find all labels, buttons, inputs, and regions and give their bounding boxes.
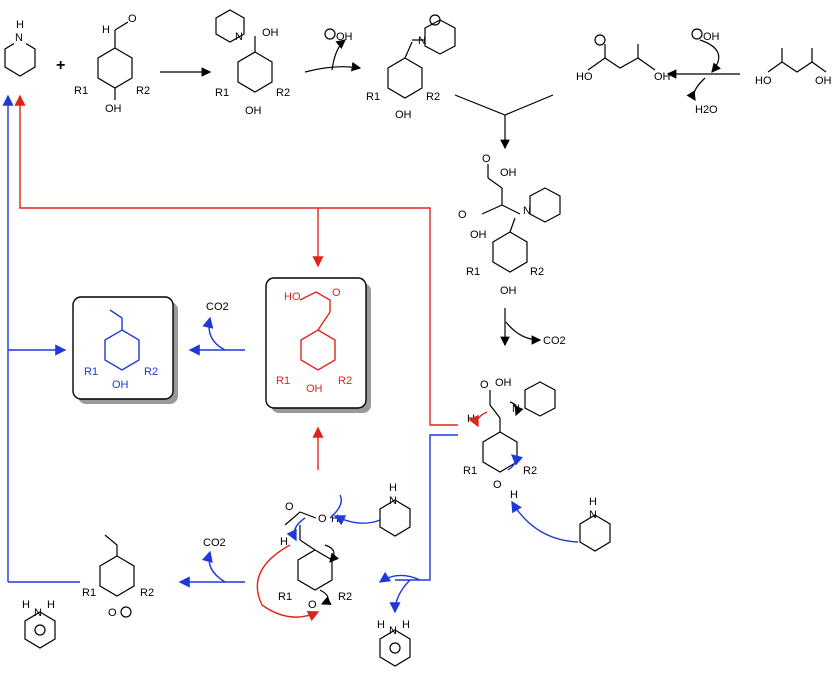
svg-text:R1: R1 xyxy=(84,366,98,378)
svg-text:R2: R2 xyxy=(144,366,158,378)
svg-text:R1: R1 xyxy=(466,266,480,278)
svg-text:R1: R1 xyxy=(463,465,477,477)
svg-text:OH: OH xyxy=(395,109,412,121)
svg-text:N: N xyxy=(34,607,42,619)
svg-text:H: H xyxy=(102,24,110,36)
co2-label-1: CO2 xyxy=(543,335,566,347)
svg-text:R2: R2 xyxy=(140,587,154,599)
phenolate-acid-intermediate: O O H H O R1 R2 xyxy=(278,494,352,611)
piperidine-base-center: N H xyxy=(379,482,411,537)
svg-text:O: O xyxy=(108,607,117,619)
iminium-intermediate: N OH R1 R2 xyxy=(366,14,456,121)
svg-text:R1: R1 xyxy=(74,85,88,97)
piperidine-n-label: N xyxy=(15,32,23,44)
beta-amino-acid: O OH H N R1 R2 O H xyxy=(463,377,556,501)
svg-text:O: O xyxy=(308,599,317,611)
benzaldehyde-reactant: H O OH R1 R2 xyxy=(74,13,150,115)
svg-text:H: H xyxy=(377,619,385,631)
svg-text:N: N xyxy=(523,205,531,217)
svg-text:O: O xyxy=(128,13,137,25)
svg-text:H: H xyxy=(22,599,30,611)
svg-text:H: H xyxy=(47,599,55,611)
red-pathway-loop xyxy=(14,94,458,426)
svg-text:OH: OH xyxy=(815,75,832,87)
svg-text:OH: OH xyxy=(262,27,279,39)
svg-text:OH: OH xyxy=(500,167,517,179)
piperidine-h-label: H xyxy=(16,19,24,31)
svg-text:OH: OH xyxy=(654,71,671,83)
cinnamic-acid-box: HO O OH R1 R2 xyxy=(265,277,371,413)
svg-text:N: N xyxy=(589,509,597,521)
svg-text:O: O xyxy=(332,287,341,299)
svg-text:R2: R2 xyxy=(338,591,352,603)
arrow-dehydration xyxy=(304,61,362,73)
piperidine-base-right: N H xyxy=(579,496,611,552)
water-label: H2O xyxy=(695,104,718,116)
svg-text:N: N xyxy=(389,625,397,637)
svg-text:OH: OH xyxy=(470,229,487,241)
svg-text:R2: R2 xyxy=(530,266,544,278)
piperidine-reactant: N H xyxy=(4,19,36,77)
svg-text:OH: OH xyxy=(500,285,517,297)
mannich-adduct: O OH O OH N OH R1 R2 xyxy=(458,153,561,297)
red-curly-arrow xyxy=(256,544,320,622)
svg-text:R2: R2 xyxy=(426,91,440,103)
svg-text:O: O xyxy=(318,513,327,525)
svg-text:HO: HO xyxy=(576,71,593,83)
co2-label-3: CO2 xyxy=(203,537,226,549)
svg-text:R2: R2 xyxy=(523,465,537,477)
svg-text:N: N xyxy=(389,495,397,507)
svg-text:O: O xyxy=(482,153,491,165)
svg-text:HO: HO xyxy=(284,291,301,303)
svg-text:HO: HO xyxy=(755,75,772,87)
svg-text:R1: R1 xyxy=(276,375,290,387)
svg-text:R2: R2 xyxy=(136,85,150,97)
svg-text:OH: OH xyxy=(112,379,129,391)
co2-label-2: CO2 xyxy=(206,301,229,313)
svg-text:R2: R2 xyxy=(276,87,290,99)
malonate-enolate: HO OH xyxy=(576,34,671,83)
svg-text:H: H xyxy=(589,496,597,508)
piperidinium-left: N H H xyxy=(22,599,56,649)
svg-text:H: H xyxy=(280,536,288,548)
svg-text:H: H xyxy=(389,482,397,494)
vinylphenol-box: OH R1 R2 xyxy=(72,296,178,404)
svg-text:N: N xyxy=(418,35,426,47)
svg-text:OH: OH xyxy=(245,105,262,117)
svg-text:R2: R2 xyxy=(338,375,352,387)
svg-text:R1: R1 xyxy=(278,591,292,603)
svg-text:H: H xyxy=(467,413,475,425)
svg-text:R1: R1 xyxy=(366,91,380,103)
blue-pathway-branch xyxy=(395,434,458,581)
carbinolamine-intermediate: N OH OH R1 R2 xyxy=(215,9,290,117)
plus-sign: + xyxy=(56,57,65,74)
svg-text:O: O xyxy=(480,379,489,391)
svg-text:OH: OH xyxy=(105,103,122,115)
svg-text:H: H xyxy=(331,513,339,525)
svg-text:OH: OH xyxy=(703,31,720,43)
malonic-acid: HO OH xyxy=(755,48,832,87)
hydroxide-label: OH xyxy=(336,31,353,43)
svg-text:OH: OH xyxy=(495,377,512,389)
svg-text:R1: R1 xyxy=(82,587,96,599)
arrow-phenol-deprotonation xyxy=(511,500,579,543)
svg-text:O: O xyxy=(493,479,502,491)
svg-text:O: O xyxy=(285,501,294,513)
svg-text:H: H xyxy=(510,489,518,501)
svg-text:H: H xyxy=(402,619,410,631)
piperidinium-bottom: N H H xyxy=(377,619,411,667)
vinylphenolate: O R1 R2 xyxy=(82,534,154,619)
svg-text:O: O xyxy=(458,209,467,221)
svg-text:N: N xyxy=(235,31,243,43)
svg-text:R1: R1 xyxy=(215,87,229,99)
svg-text:OH: OH xyxy=(306,383,323,395)
